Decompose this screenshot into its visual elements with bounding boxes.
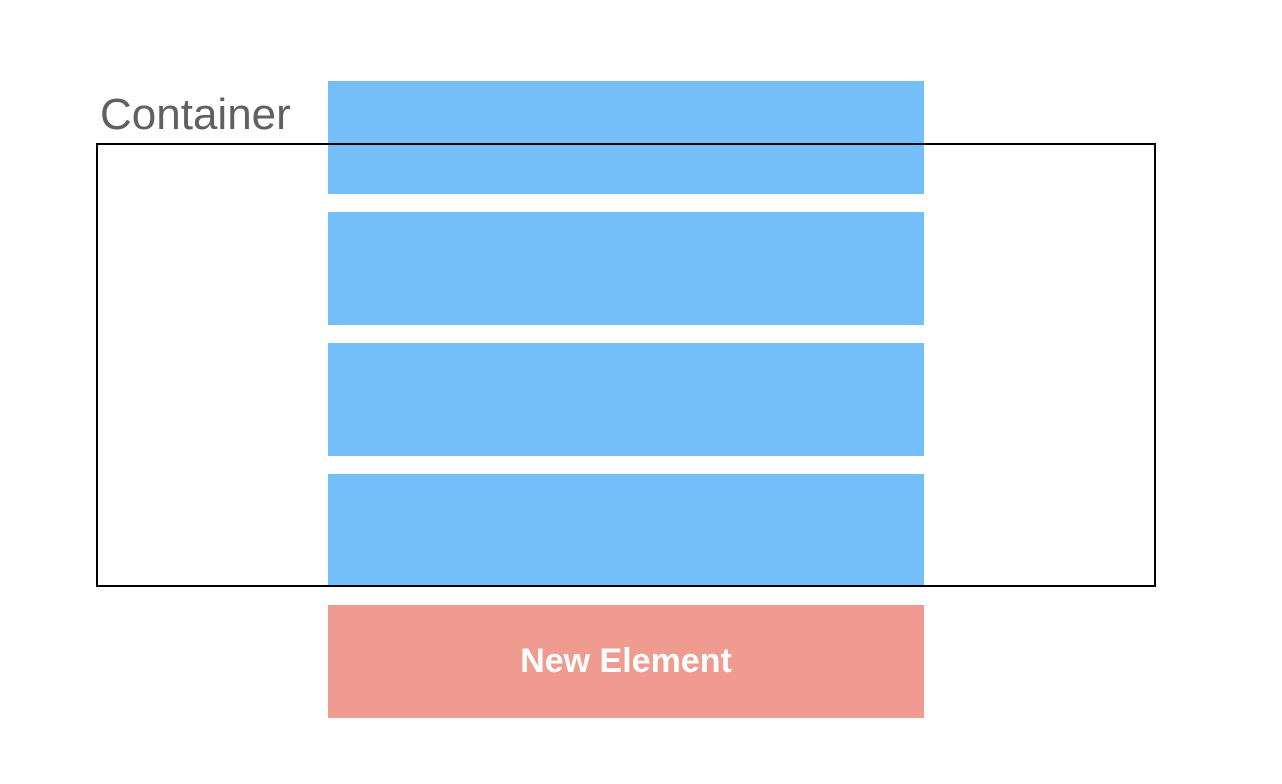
list-item [328,212,924,325]
list-item [328,474,924,587]
container-box [96,143,1156,587]
new-element-label: New Element [520,642,732,680]
container-label: Container [100,90,291,139]
new-element: New Element [328,605,924,718]
list-item [328,81,924,194]
list-item [328,343,924,456]
